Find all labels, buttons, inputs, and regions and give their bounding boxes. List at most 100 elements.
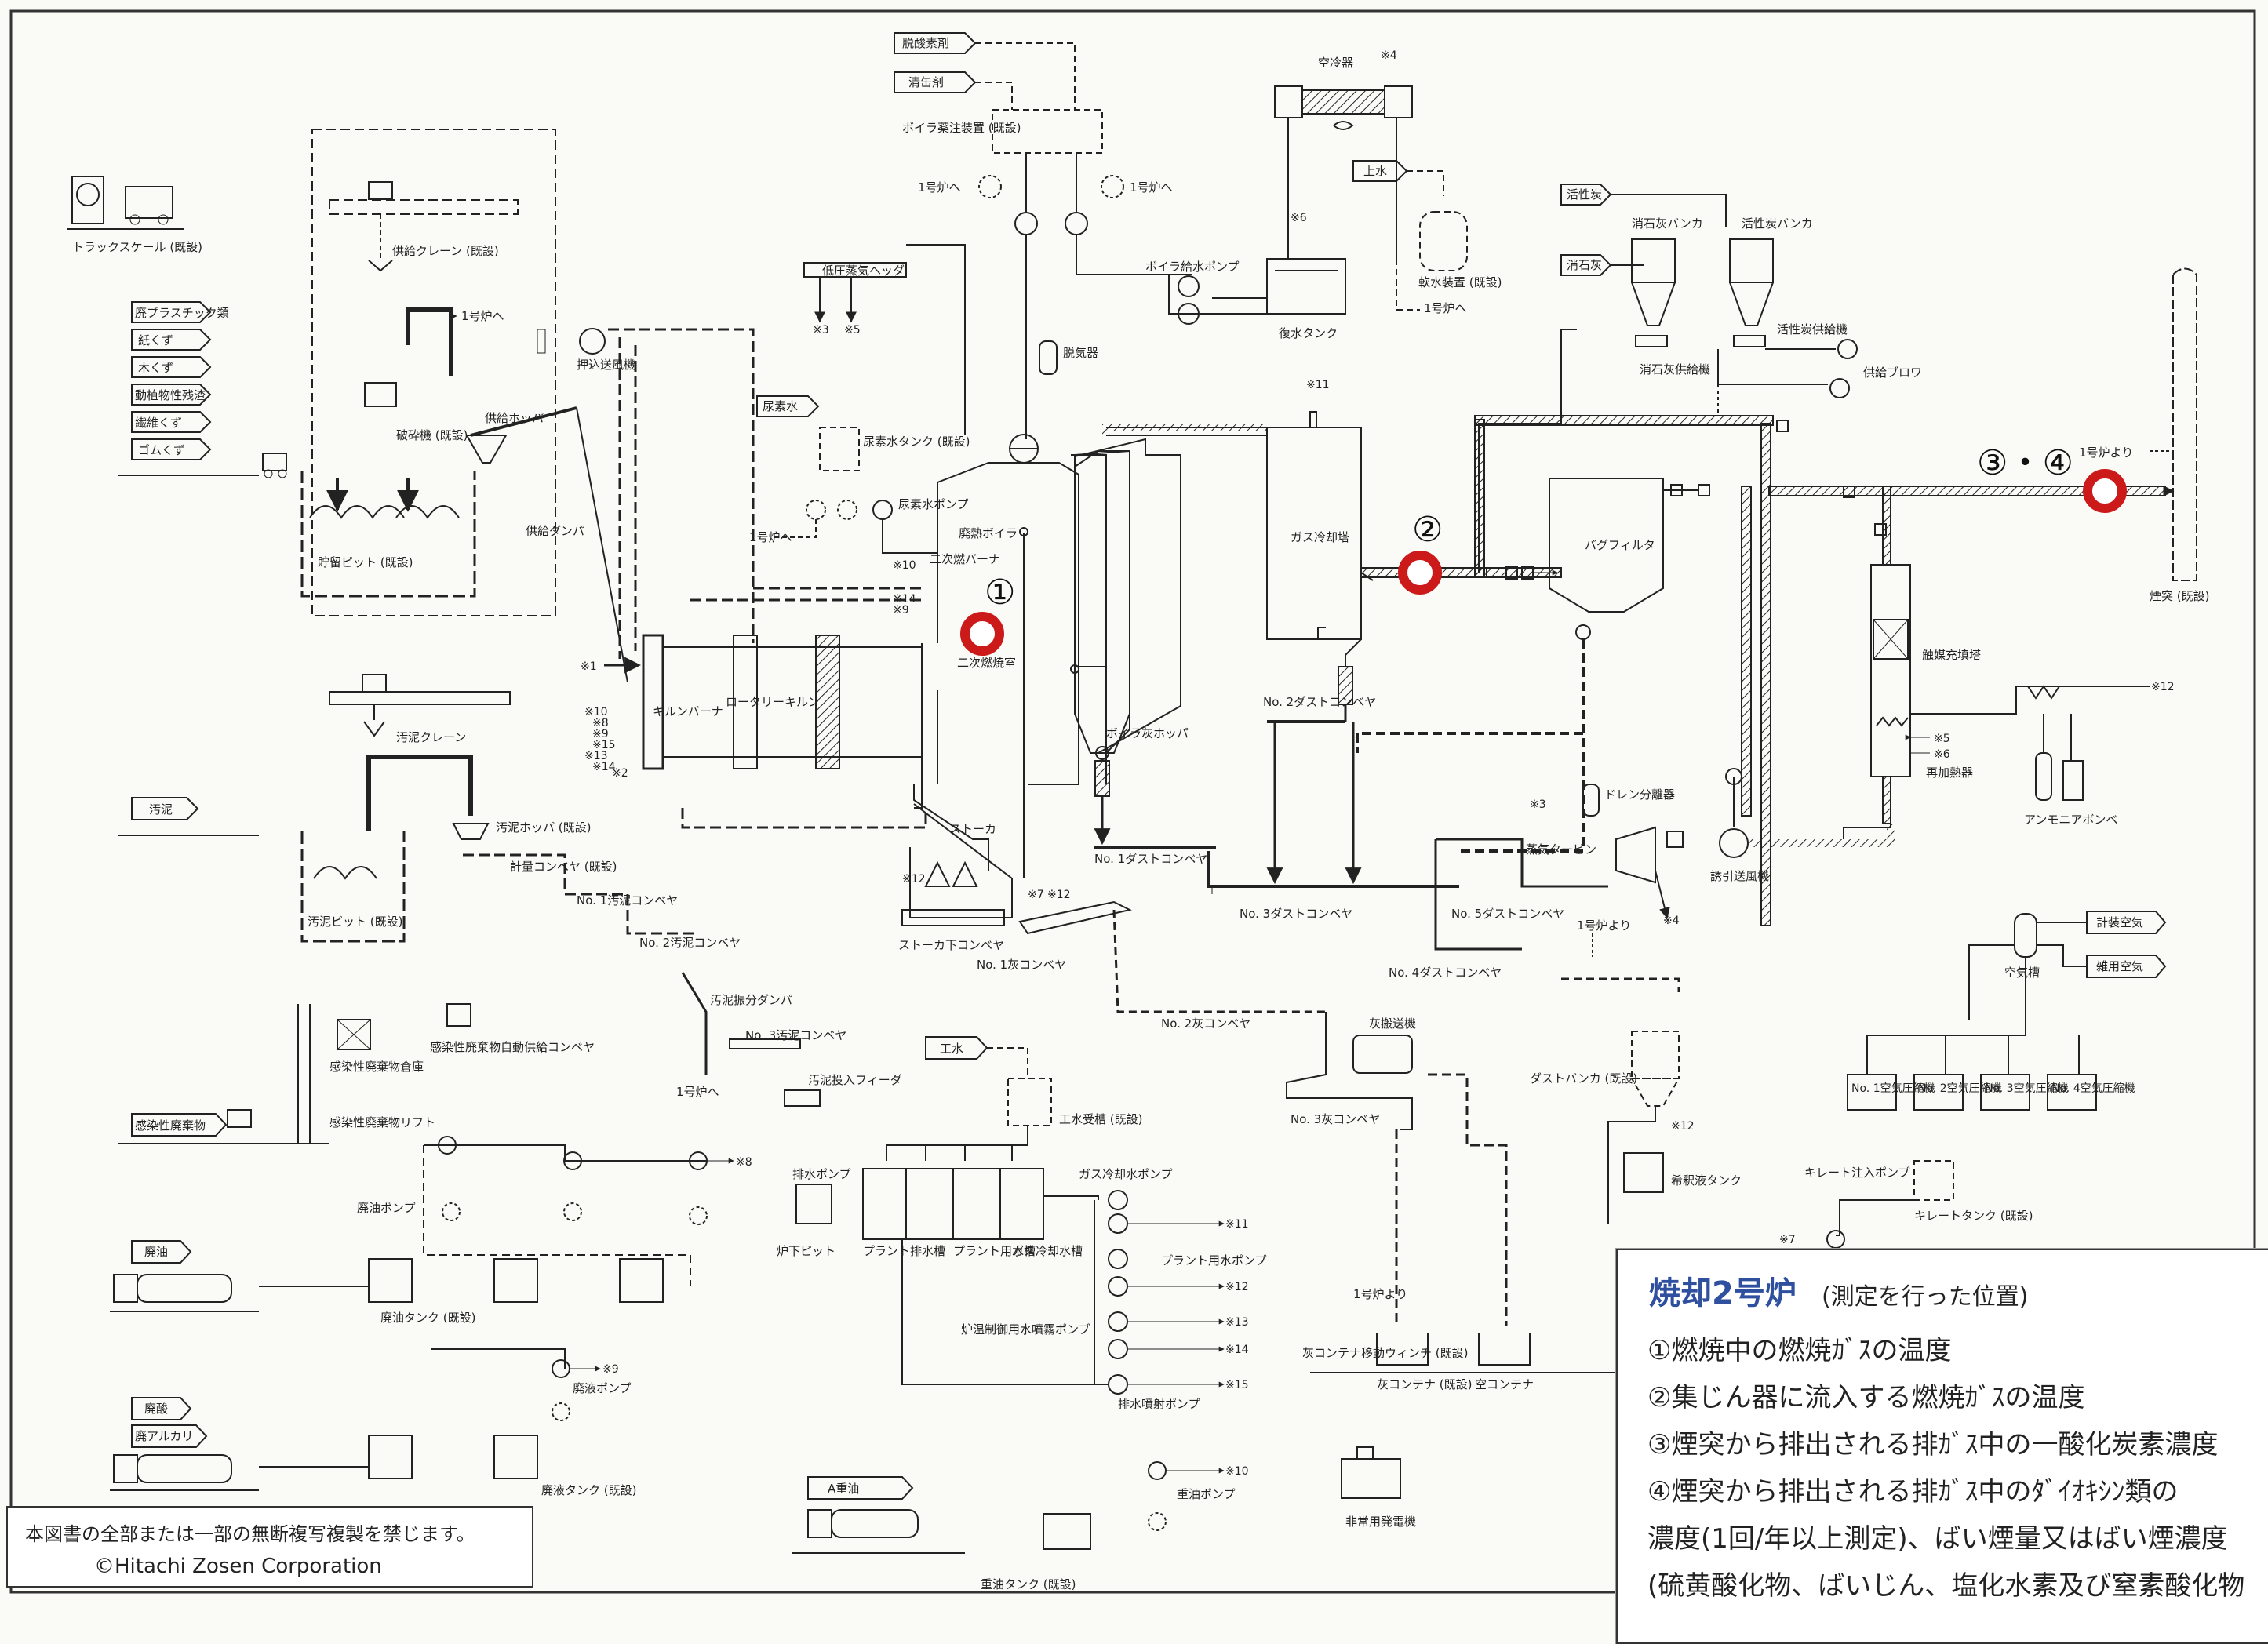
label-heavy-oil: A重油	[828, 1482, 859, 1496]
marker-7-b: ※7	[1779, 1234, 1796, 1246]
bag-filter-label: バグフィルタ	[1585, 538, 1655, 552]
carbon-bunker-label: 活性炭バンカ	[1742, 216, 1813, 231]
instr-air-label: 計装空気	[2096, 915, 2143, 929]
marker-6-a: ※6	[1291, 212, 1307, 224]
stack-duct: 1号炉より	[1741, 420, 2175, 926]
legend-subtitle: (測定を行った位置)	[1822, 1283, 2029, 1311]
urea-section: 尿素水 尿素水タンク (既設) 尿素水ポンプ 1号炉へ ※10 ※14 ※9 二…	[749, 395, 1000, 616]
to-kiln1-chem-b: 1号炉へ	[1130, 180, 1173, 195]
storage-pit-label: 貯留ピット (既設)	[318, 555, 413, 569]
marker-14-b: ※14	[592, 761, 616, 773]
marker-14-c: ※14	[1225, 1344, 1249, 1356]
water-tank-label: 復水タンク	[1279, 326, 1338, 340]
emergency-gen-label: 非常用発電機	[1345, 1515, 1416, 1529]
marker-4-a: ※4	[1381, 49, 1397, 62]
label-waste-plastic: 廃プラスチック類	[135, 306, 229, 320]
boiler-chem-label: ボイラ薬注装置 (既設)	[902, 121, 1021, 135]
infectious-section: 感染性廃棄物倉庫 感染性廃棄物自動供給コンベヤ 感染性廃棄物 感染性廃棄物リフト	[118, 1003, 595, 1144]
gas-cool-tank-label: ガス冷却水槽	[1012, 1244, 1083, 1258]
drain-pump-label: 排水ポンプ	[792, 1167, 851, 1181]
point-2-ring	[1398, 551, 1442, 595]
boiler-feed-pump-label: ボイラ給水ポンプ	[1145, 260, 1240, 274]
waste-liquid-section: 廃酸 廃アルカリ ※9 廃液ポンプ 廃液タンク (既設)	[110, 1348, 636, 1497]
ash-handling: 灰搬送機 No. 3灰コンベヤ 1号炉より 灰コンテナ (既設) 灰コンテナ移動…	[1286, 1012, 1616, 1529]
secondary-burner-label: 二次燃バーナ	[930, 552, 1000, 566]
label-waste-oil: 廃油	[144, 1245, 168, 1259]
feed-damper-label: 供給ダンパ	[526, 524, 584, 538]
steam-turbine-label: 蒸気タービン	[1526, 842, 1596, 857]
steam-turbine: ドレン分離器 ※3 蒸気タービン 誘引送風機 ※4	[1526, 768, 1895, 927]
boiler-chemicals: 脱酸素剤 清缶剤 ボイラ薬注装置 (既設) 1号炉へ 1号炉へ	[894, 32, 1192, 439]
gas-cool-pump-label: ガス冷却水ポンプ	[1079, 1167, 1173, 1181]
label-activated-carbon: 活性炭	[1567, 187, 1602, 202]
waste-liquid-pump-label: 廃液ポンプ	[573, 1381, 632, 1395]
crusher-label: 破砕機 (既設)	[396, 428, 468, 442]
label-waste-acid: 廃酸	[144, 1402, 168, 1416]
marker-12-d: ※12	[1671, 1120, 1695, 1133]
no3-ash-label: No. 3灰コンベヤ	[1291, 1112, 1380, 1126]
feed-crane-label: 供給クレーン (既設)	[392, 244, 499, 258]
measurement-point-2: ②	[1398, 510, 1443, 595]
point-34-label: ③・④	[1977, 443, 2073, 483]
from-kiln1-stack: 1号炉より	[2079, 446, 2133, 460]
to-kiln1-label-a: 1号炉へ	[461, 309, 504, 323]
air-system: 空気槽 計装空気 雑用空気 No. 1空気圧縮機 No. 2空気圧縮機 No. …	[1847, 911, 2167, 1111]
measurement-legend: 焼却2号炉 (測定を行った位置) ①燃焼中の燃焼ｶﾞｽの温度 ②集じん器に流入す…	[1616, 1249, 2268, 1644]
cooler-label: 空冷器	[1318, 56, 1353, 70]
marker-15: ※15	[592, 739, 616, 751]
stack-label: 煙突 (既設)	[2150, 589, 2209, 603]
low-pressure-header-label: 低圧蒸気ヘッダ	[822, 264, 905, 278]
copyright-notice: 本図書の全部または一部の無断複写複製を禁じます。 ©Hitachi Zosen …	[6, 1506, 533, 1588]
point-1-label: ①	[985, 573, 1015, 613]
legend-item-6: (硫黄酸化物、ばいじん、塩化水素及び窒素酸化物	[1647, 1570, 2245, 1602]
marker-15-b: ※15	[1225, 1379, 1249, 1391]
to-kiln1-chem-a: 1号炉へ	[918, 180, 961, 195]
page-frame	[9, 9, 2256, 1594]
lime-feeder-label: 消石灰供給機	[1640, 362, 1710, 376]
waste-heat-boiler: 廃熱ボイラ 二次燃焼室	[937, 438, 1181, 878]
marker-13: ※13	[584, 750, 608, 762]
no5-dust-label: No. 5ダストコンベヤ	[1451, 907, 1564, 921]
low-pressure-header: 低圧蒸気ヘッダ ※3 ※5	[803, 244, 966, 435]
chelate-tank-label: キレートタンク (既設)	[1914, 1209, 2033, 1223]
marker-12-e: ※12	[1225, 1281, 1249, 1293]
reheater-label: 再加熱器	[1926, 766, 1973, 780]
copyright-line-1: 本図書の全部または一部の無断複写複製を禁じます。	[25, 1523, 475, 1545]
waste-oil-section: 廃油 ※8 廃油ポンプ 廃油タンク (既設)	[110, 1136, 752, 1325]
point-34-ring	[2083, 469, 2127, 513]
dust-conveyors: No. 3ダストコンベヤ No. 4ダストコンベヤ No. 5ダストコンベヤ 1…	[1207, 838, 1680, 1224]
marker-12-a: ※12	[902, 873, 926, 886]
marker-12-b: ※12	[1047, 889, 1071, 901]
marker-9-b: ※9	[592, 728, 609, 740]
marker-7-a: ※7	[1028, 889, 1044, 901]
deaerator-label: 脱気器	[1063, 346, 1098, 360]
marker-10-b: ※10	[584, 706, 608, 718]
plant-pump-label: プラント用水ポンプ	[1161, 1253, 1267, 1268]
truck-scale-label: トラックスケール (既設)	[72, 240, 202, 254]
forced-fan-label: 押込送風機	[577, 358, 635, 372]
heavy-oil-tank-label: 重油タンク (既設)	[981, 1577, 1076, 1591]
heavy-oil-pump-label: 重油ポンプ	[1177, 1487, 1236, 1501]
waste-heat-boiler-label: 廃熱ボイラ	[959, 526, 1018, 540]
no4-dust-label: No. 4ダストコンベヤ	[1389, 966, 1502, 980]
ash-crane-label: 灰搬送機	[1369, 1017, 1416, 1031]
kiln-burner-label: キルンバーナ	[653, 704, 723, 718]
rotary-kiln-label: ロータリーキルン	[726, 695, 820, 709]
marker-4-b: ※4	[1663, 915, 1680, 927]
sludge-crane-label: 汚泥クレーン	[396, 730, 466, 744]
no2-sludge-label: No. 2汚泥コンベヤ	[639, 936, 741, 950]
label-sludge: 汚泥	[149, 802, 173, 817]
legend-item-5: 濃度(1回/年以上測定)、ばい煙量又はばい煙濃度	[1647, 1523, 2228, 1555]
no3-sludge-label: No. 3汚泥コンベヤ	[745, 1028, 846, 1042]
empty-container-label: 空コンテナ	[1475, 1377, 1534, 1391]
marker-13-b: ※13	[1225, 1316, 1249, 1329]
rotary-kiln: ロータリーキルン キルンバーナ ※1 ※10 ※8 ※9 ※15 ※13 ※14…	[581, 634, 927, 829]
forced-draft-fan: 押込送風機	[537, 328, 926, 659]
urea-tank-label: 尿素水タンク (既設)	[863, 435, 970, 449]
air-cooler: 空冷器 ※4 ※6	[1274, 49, 1413, 259]
measurement-point-1: ①	[960, 573, 1015, 656]
process-flow-diagram: トラックスケール (既設) 廃プラスチック類 紙くず 木くず 動植物性残渣 繊維…	[9, 9, 2256, 1594]
air-tank-label: 空気槽	[2004, 966, 2040, 980]
label-deox: 脱酸素剤	[902, 36, 949, 50]
lime-bunker-label: 消石灰バンカ	[1632, 216, 1703, 231]
